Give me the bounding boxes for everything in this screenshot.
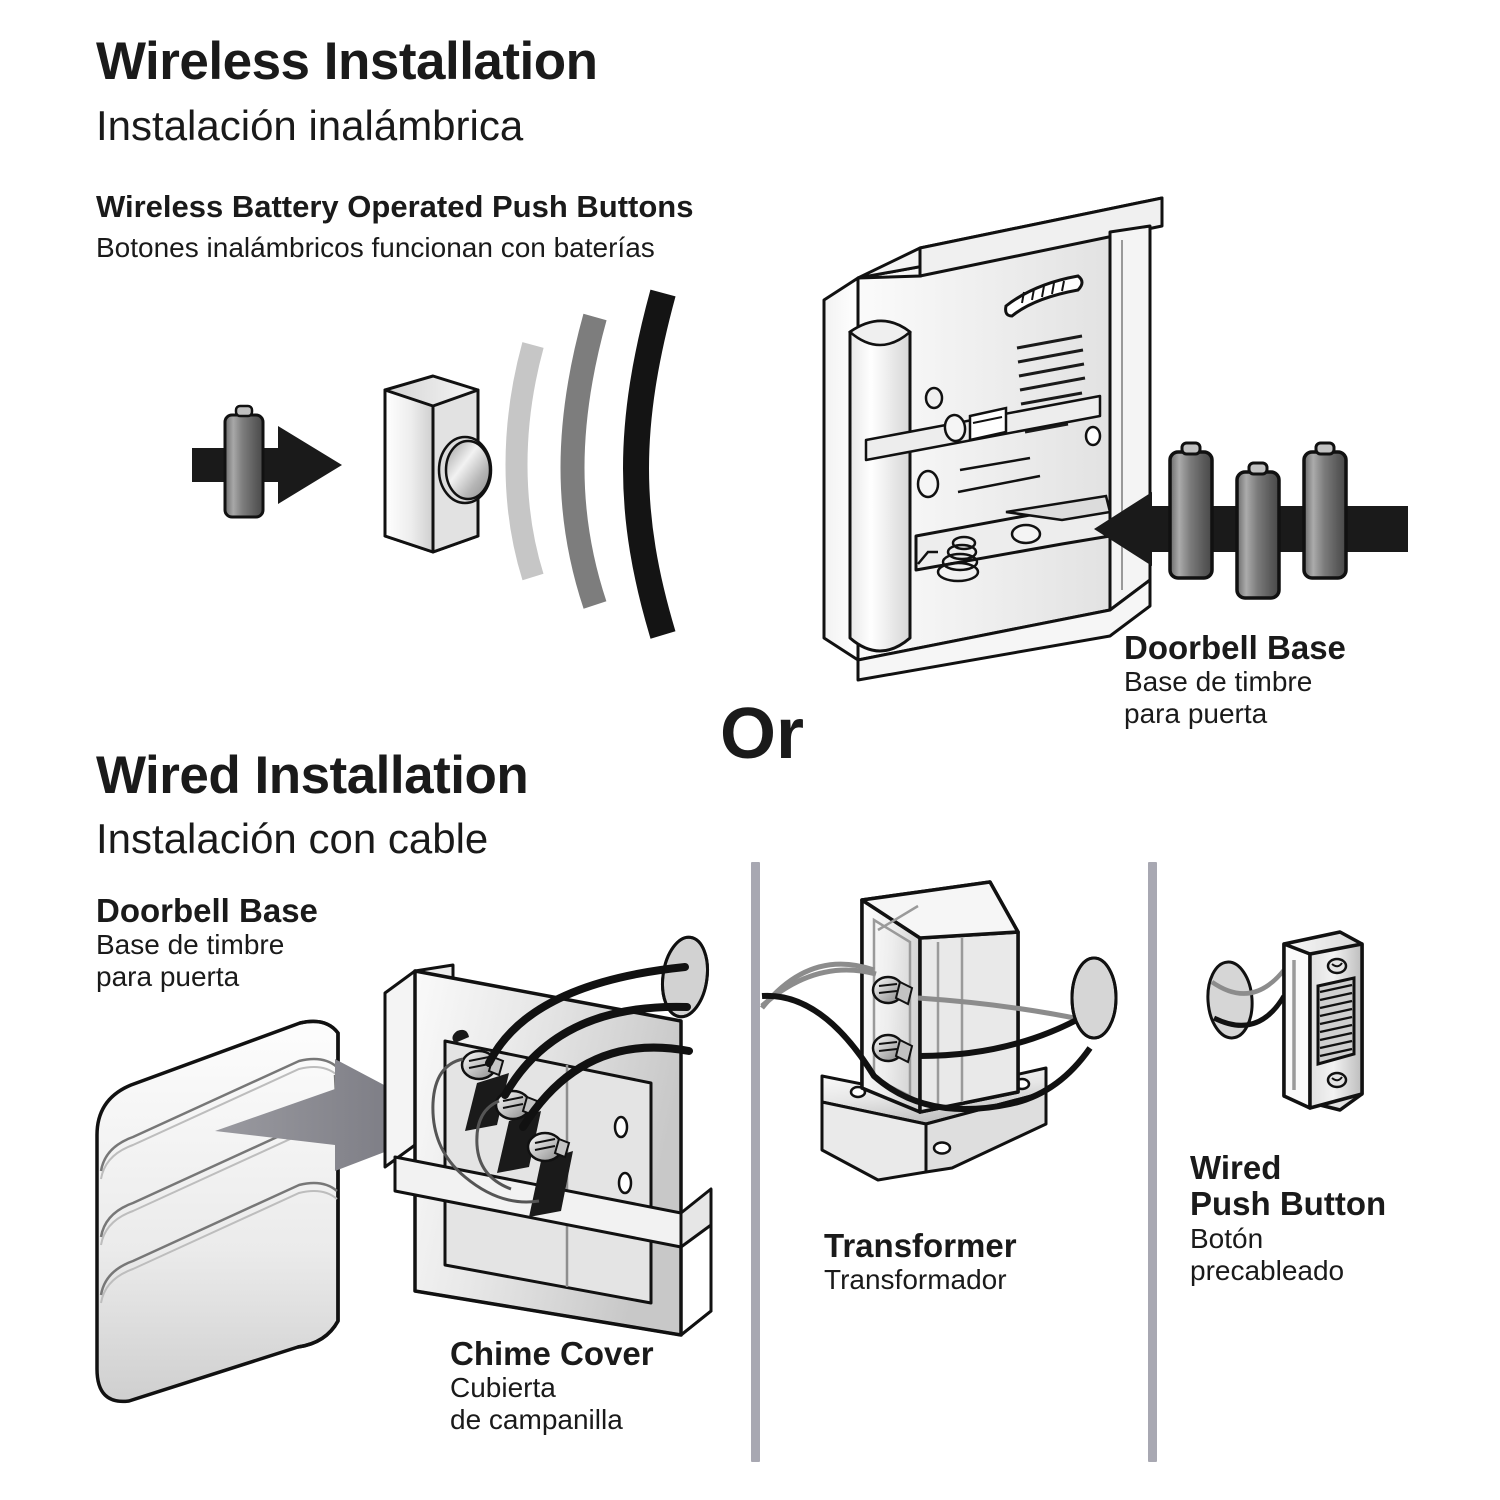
wired-title-es: Instalación con cable	[96, 815, 489, 862]
signal-arc-icon-small	[505, 342, 544, 581]
battery-insert-arrow-icon	[192, 426, 342, 504]
spring-contact-icon	[936, 535, 980, 583]
column-divider-2	[1148, 862, 1157, 1462]
chime-assembly-illustration	[85, 935, 725, 1465]
signal-arc-icon-large	[623, 289, 676, 639]
wall-hole-icon	[1070, 956, 1118, 1040]
transformer-line1: Transformador	[824, 1264, 1007, 1296]
wired-push-button-illustration	[1180, 930, 1430, 1140]
vent-grille-icon	[1016, 334, 1086, 434]
doorbell-base-top-line1: Base de timbre	[1124, 666, 1313, 698]
transformer-label: Transformer Transformador	[824, 1227, 1017, 1296]
chime-cover-label: Chime Cover Cubierta de campanilla	[450, 1335, 654, 1436]
signal-arc-icon-medium	[560, 313, 607, 609]
wireless-signal-waves	[495, 275, 745, 655]
battery-icon	[223, 404, 265, 519]
doorbell-base-wired-title: Doorbell Base	[96, 892, 318, 929]
chime-cover-insert-arrow-icon	[215, 1059, 403, 1171]
wired-push-button-line1: Botón	[1190, 1222, 1264, 1254]
serial-slot-icon	[1004, 274, 1084, 318]
transformer-terminal-icons	[871, 975, 914, 1064]
wired-push-button-title-line1: Wired	[1190, 1149, 1282, 1186]
chime-cover-title: Chime Cover	[450, 1335, 654, 1372]
wireless-subtitle-en: Wireless Battery Operated Push Buttons	[96, 189, 694, 224]
wall-hole-icon	[1206, 960, 1254, 1040]
wall-wires-icon	[485, 935, 709, 1131]
doorbell-base-wired-label: Doorbell Base Base de timbre para puerta	[96, 892, 318, 993]
doorbell-base-top-title: Doorbell Base	[1124, 629, 1346, 666]
battery-icon	[1235, 461, 1281, 600]
wireless-push-button-icon	[383, 374, 493, 554]
wireless-title-es: Instalación inalámbrica	[96, 102, 524, 149]
wired-push-button-icon	[1282, 930, 1364, 1112]
doorbell-base-top-line2: para puerta	[1124, 698, 1268, 730]
battery-icon	[1168, 441, 1214, 580]
wired-push-button-line2: precableado	[1190, 1254, 1345, 1286]
doorbell-base-wired-line2: para puerta	[96, 961, 240, 993]
wired-title-en: Wired Installation	[96, 746, 529, 805]
push-button-wires-icon	[1210, 968, 1287, 1028]
wireless-title-en: Wireless Installation	[96, 32, 598, 91]
transformer-wires-icon	[760, 961, 1093, 1113]
wired-push-button-title-line2: Push Button	[1190, 1185, 1387, 1223]
chime-cover-line2: de campanilla	[450, 1404, 623, 1436]
column-divider-1	[751, 862, 760, 1462]
wireless-push-button-illustration	[180, 360, 510, 590]
wireless-subtitle-es: Botones inalámbricos funcionan con bater…	[96, 232, 655, 263]
ribbed-face-icon	[1316, 976, 1356, 1066]
doorbell-base-top-label: Doorbell Base Base de timbre para puerta	[1124, 629, 1346, 730]
doorbell-base-wired-line1: Base de timbre	[96, 929, 285, 961]
transformer-illustration	[760, 880, 1152, 1182]
wired-push-button-label: Wired Push Button Botón precableado	[1190, 1149, 1387, 1286]
transformer-title: Transformer	[824, 1227, 1017, 1264]
chime-base-plate-icon	[383, 963, 713, 1337]
chime-cover-icon	[95, 1019, 340, 1404]
battery-icon	[1302, 441, 1348, 580]
batteries-insert-illustration	[1090, 440, 1410, 620]
or-connector-label: Or	[720, 694, 805, 774]
chime-cover-line1: Cubierta	[450, 1372, 556, 1404]
doorbell-base-unit-illustration	[810, 140, 1180, 682]
wire-marker-icons	[465, 1073, 573, 1217]
